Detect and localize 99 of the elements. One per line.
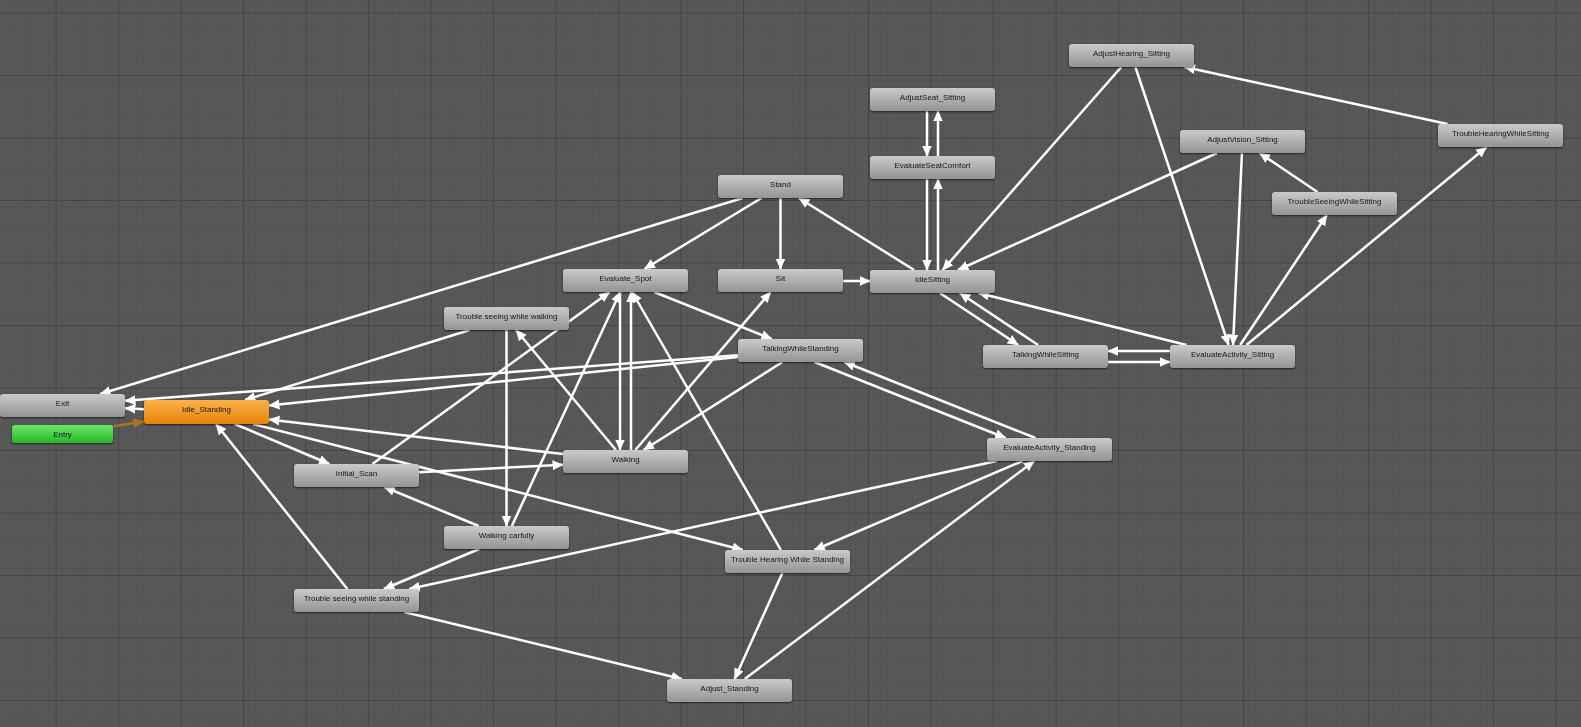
transition-arrow xyxy=(615,292,625,451)
state-name: TalkingWhileStanding xyxy=(762,344,839,354)
state-node xyxy=(1170,345,1295,368)
transition-arrow xyxy=(1239,214,1328,346)
state-node xyxy=(987,438,1112,461)
state-name: Entry xyxy=(53,430,72,440)
state-name: Exit xyxy=(55,399,70,409)
transition-arrow xyxy=(99,196,744,396)
state-node xyxy=(294,464,419,487)
state-node xyxy=(1180,130,1305,153)
state-node xyxy=(870,88,995,111)
transition-arrow xyxy=(843,360,1036,440)
transition-arrow xyxy=(643,196,763,271)
state-node xyxy=(1272,192,1397,215)
transition-arrow xyxy=(957,151,1218,272)
state-name: Sit xyxy=(775,274,786,284)
transition-arrow xyxy=(843,276,871,286)
transition-arrow xyxy=(922,179,932,271)
transition-arrow xyxy=(124,353,739,405)
transition-arrow xyxy=(1134,66,1230,346)
state-node xyxy=(718,175,843,198)
state-node xyxy=(144,400,269,424)
transition-arrow xyxy=(939,291,1019,347)
transition-arrow xyxy=(653,290,773,341)
transition-arrow xyxy=(933,178,943,270)
state-node xyxy=(870,156,995,179)
transition-arrow xyxy=(626,291,636,450)
state-name: Walking carfully xyxy=(478,531,535,541)
transition-arrow xyxy=(515,329,617,451)
transition-arrow xyxy=(234,422,330,466)
state-name: TalkingWhileSitting xyxy=(1011,350,1080,360)
state-name: Idle_Standing xyxy=(182,405,231,415)
transition-arrow xyxy=(252,422,744,553)
state-node xyxy=(725,550,850,573)
state-name: AdjustSeat_Sitting xyxy=(899,93,966,103)
transition-arrow xyxy=(941,66,1123,271)
state-name: EvaluateSeatComfort xyxy=(894,161,971,171)
transition-arrow xyxy=(1107,346,1170,356)
transition-arrow xyxy=(244,328,470,402)
state-node xyxy=(870,270,995,293)
state-name: Stand xyxy=(770,180,791,190)
transition-arrow xyxy=(922,111,932,157)
transition-arrow xyxy=(403,610,683,682)
transition-arrow xyxy=(634,291,772,451)
transition-arrow xyxy=(268,355,739,410)
state-name: Trouble seeing while standing xyxy=(303,594,410,604)
transition-arrow xyxy=(1184,64,1448,126)
state-node xyxy=(444,307,569,330)
transition-arrow xyxy=(1108,357,1171,367)
state-name: IdleSitting xyxy=(914,275,951,285)
state-name: AdjustVision_Sitting xyxy=(1207,135,1278,145)
state-name: EvaluateActivity_Standing xyxy=(1003,443,1096,453)
state-name: EvaluateActivity_Sitting xyxy=(1190,350,1275,360)
transition-arrow xyxy=(814,360,1007,440)
transition-arrow xyxy=(744,460,1035,680)
state-node xyxy=(738,339,863,362)
state-name: Initial_Scan xyxy=(335,469,378,479)
transition-arrow xyxy=(775,198,786,270)
transition-arrow xyxy=(1245,146,1488,346)
transition-arrow xyxy=(124,403,145,414)
state-name: Trouble Hearing While Standing xyxy=(730,555,845,565)
state-name: Walking xyxy=(611,455,640,465)
state-node xyxy=(563,269,688,292)
transition-arrow xyxy=(933,110,943,156)
transition-arrow xyxy=(1228,152,1244,346)
state-node xyxy=(667,679,792,702)
transition-arrow xyxy=(501,330,512,527)
transition-arrow xyxy=(371,291,611,465)
state-name: TroubleSeeingWhileSitting xyxy=(1287,197,1382,207)
state-node xyxy=(718,269,843,292)
transition-arrow xyxy=(383,485,480,528)
transition-arrow xyxy=(798,196,915,272)
transition-arrow xyxy=(977,290,1187,347)
transition-arrow xyxy=(813,459,1024,552)
transition-arrow xyxy=(112,418,145,428)
transition-arrow xyxy=(408,459,997,592)
state-node xyxy=(1438,124,1563,147)
state-node xyxy=(444,526,569,549)
state-name: Trouble seeing while walking xyxy=(455,312,558,322)
state-node xyxy=(563,450,688,473)
transition-arrow xyxy=(733,572,784,680)
transition-arrow xyxy=(418,460,564,474)
transition-arrow xyxy=(510,291,622,527)
transition-arrow xyxy=(631,291,782,551)
transition-arrow xyxy=(383,547,480,591)
transition-arrow xyxy=(1258,151,1319,194)
state-node xyxy=(12,425,113,443)
state-name: TroubleHearingWhileSitting xyxy=(1451,129,1550,139)
state-node xyxy=(983,345,1108,368)
state-name: Adjust_Standing xyxy=(700,684,759,694)
transition-arrow xyxy=(642,360,784,452)
state-name: AdjustHearing_Sitting xyxy=(1093,49,1170,59)
state-node xyxy=(0,394,125,417)
state-name: Evaluate_Spot xyxy=(599,274,652,284)
transition-arrow xyxy=(268,415,564,456)
transition-arrow xyxy=(215,423,349,590)
state-node xyxy=(294,589,419,612)
state-node xyxy=(1069,44,1194,67)
transition-arrow xyxy=(959,291,1039,347)
